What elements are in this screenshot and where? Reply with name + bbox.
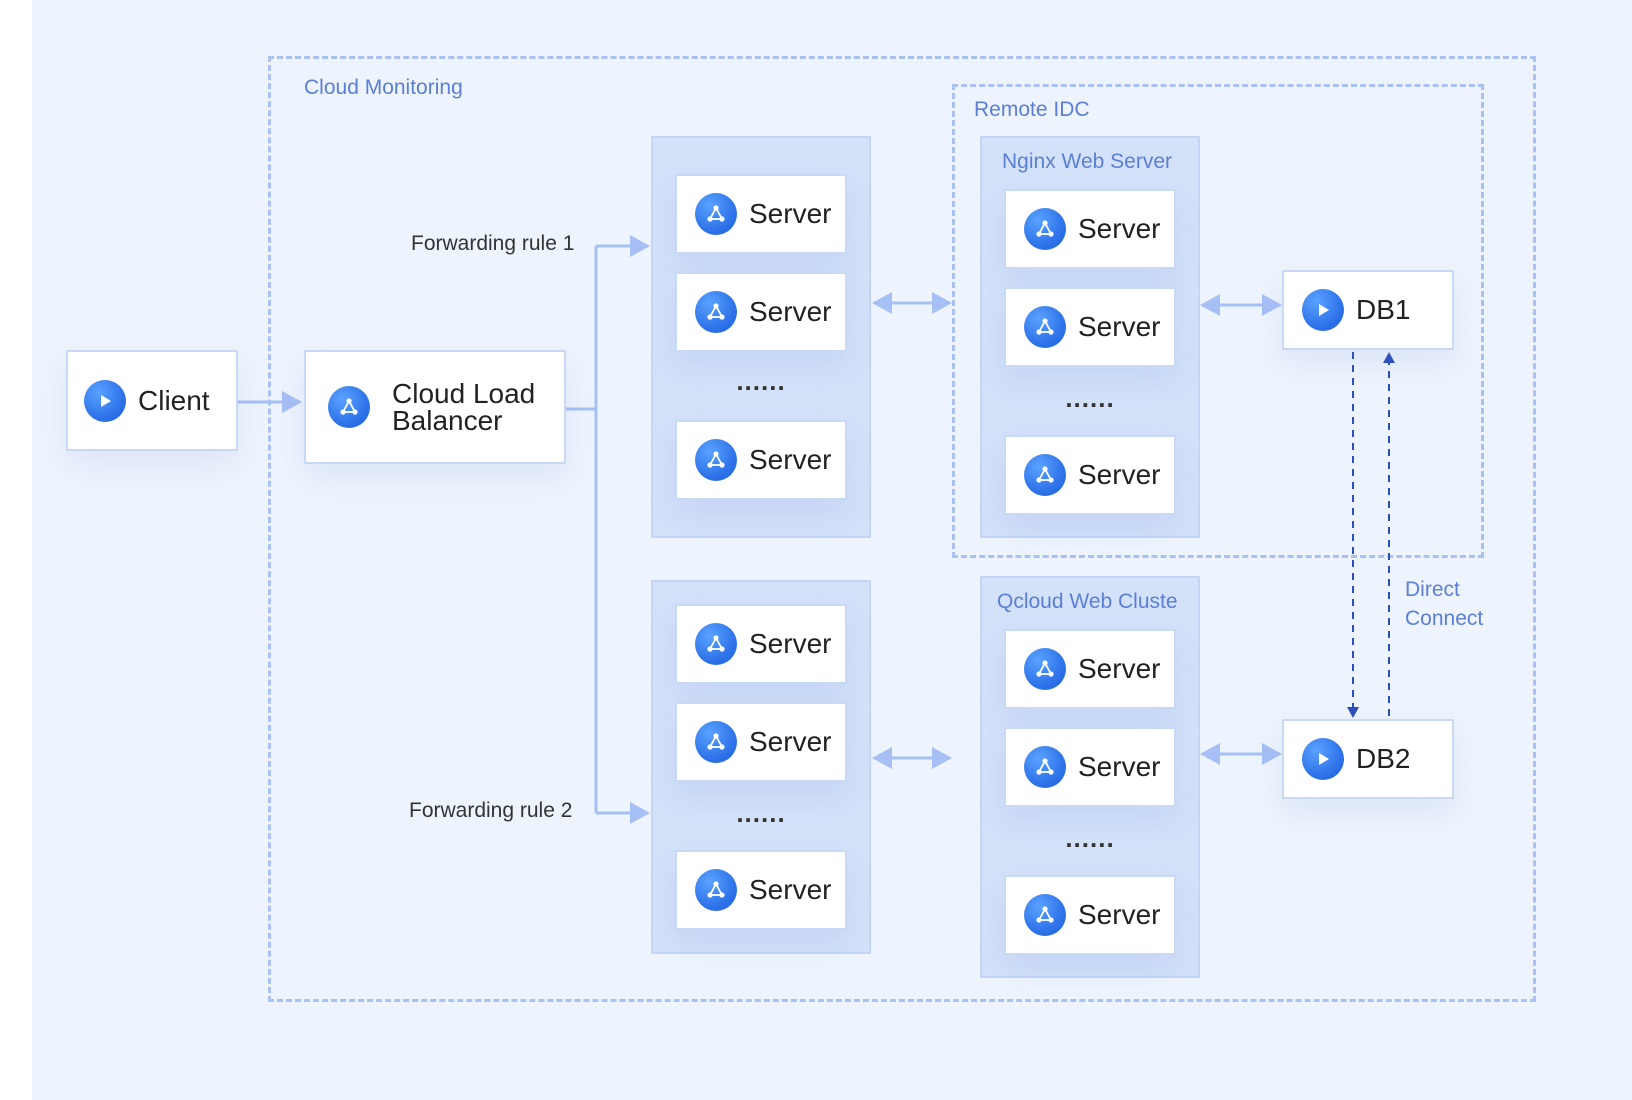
network-icon bbox=[1024, 746, 1066, 788]
server-label: Server bbox=[1078, 653, 1161, 684]
network-icon bbox=[1024, 306, 1066, 348]
qcloud-web-cluster-label: Qcloud Web Cluste bbox=[997, 590, 1178, 613]
ellipsis: ...... bbox=[736, 798, 786, 828]
db2-node[interactable]: DB2 bbox=[1282, 719, 1454, 799]
server-node[interactable]: Server bbox=[1004, 435, 1176, 515]
remote-idc-group bbox=[952, 84, 1484, 558]
nginx-web-server-label: Nginx Web Server bbox=[1002, 150, 1173, 173]
server-node[interactable]: Server bbox=[1004, 189, 1176, 269]
network-icon bbox=[328, 386, 370, 428]
server-node[interactable]: Server bbox=[1004, 629, 1176, 709]
server-label: Server bbox=[749, 198, 832, 229]
cloud-monitoring-group bbox=[268, 56, 1536, 1002]
load-balancer-label-line2: Balancer bbox=[392, 405, 503, 436]
play-icon bbox=[84, 379, 126, 422]
load-balancer-label-line1: Cloud Load bbox=[392, 378, 536, 409]
ellipsis: ...... bbox=[1065, 823, 1115, 853]
network-icon bbox=[695, 721, 737, 763]
server-node[interactable]: Server bbox=[1004, 287, 1176, 367]
cloud-monitoring-label: Cloud Monitoring bbox=[304, 76, 463, 99]
network-icon bbox=[1024, 454, 1066, 496]
forwarding-rule-1-label: Forwarding rule 1 bbox=[411, 232, 575, 255]
server-label: Server bbox=[1078, 751, 1161, 782]
network-icon bbox=[695, 869, 737, 911]
network-icon bbox=[1024, 894, 1066, 936]
forwarding-rule-2-label: Forwarding rule 2 bbox=[409, 799, 573, 822]
network-icon bbox=[695, 291, 737, 333]
network-icon bbox=[695, 623, 737, 665]
network-icon bbox=[695, 193, 737, 235]
server-node[interactable]: Server bbox=[675, 174, 847, 254]
server-node[interactable]: Server bbox=[1004, 727, 1176, 807]
server-node[interactable]: Server bbox=[675, 702, 847, 782]
client-node[interactable]: Client bbox=[66, 350, 238, 451]
db2-label: DB2 bbox=[1356, 743, 1411, 774]
db1-node[interactable]: DB1 bbox=[1282, 270, 1454, 350]
server-node[interactable]: Server bbox=[675, 604, 847, 684]
network-icon bbox=[1024, 208, 1066, 250]
server-label: Server bbox=[1078, 899, 1161, 930]
server-label: Server bbox=[749, 444, 832, 475]
server-label: Server bbox=[749, 628, 832, 659]
server-label: Server bbox=[749, 726, 832, 757]
server-node[interactable]: Server bbox=[675, 850, 847, 930]
network-icon bbox=[695, 439, 737, 481]
server-label: Server bbox=[1078, 311, 1161, 342]
server-label: Server bbox=[749, 874, 832, 905]
server-node[interactable]: Server bbox=[675, 272, 847, 352]
ellipsis: ...... bbox=[1065, 383, 1115, 413]
remote-idc-label: Remote IDC bbox=[974, 98, 1090, 121]
network-icon bbox=[1024, 648, 1066, 690]
cloud-load-balancer-node[interactable]: Cloud Load Balancer bbox=[304, 350, 566, 464]
db1-label: DB1 bbox=[1356, 294, 1411, 325]
direct-connect-label-line1: Direct bbox=[1405, 578, 1460, 601]
play-icon bbox=[1302, 738, 1344, 780]
server-node[interactable]: Server bbox=[675, 420, 847, 500]
play-icon bbox=[1302, 289, 1344, 331]
server-label: Server bbox=[1078, 459, 1161, 490]
server-label: Server bbox=[749, 296, 832, 327]
ellipsis: ...... bbox=[736, 366, 786, 396]
server-node[interactable]: Server bbox=[1004, 875, 1176, 955]
server-label: Server bbox=[1078, 213, 1161, 244]
client-label: Client bbox=[138, 384, 210, 416]
direct-connect-label-line2: Connect bbox=[1405, 607, 1484, 630]
